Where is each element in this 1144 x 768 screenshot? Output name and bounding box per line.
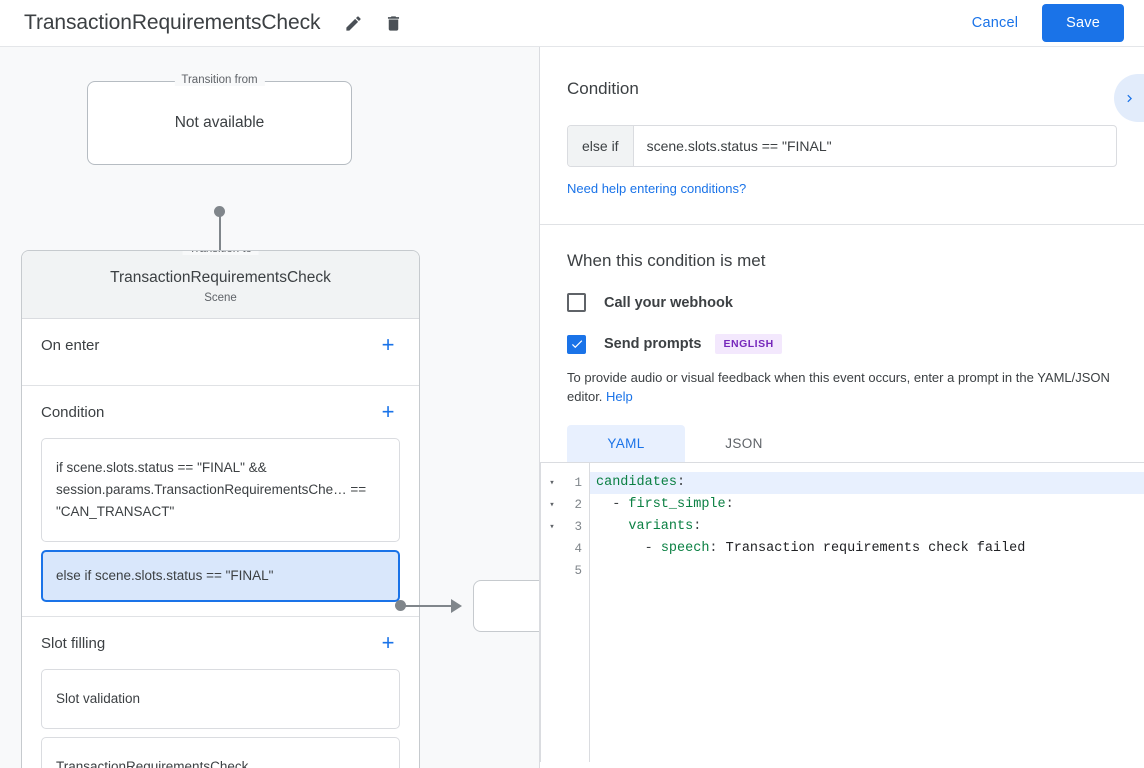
cancel-button[interactable]: Cancel	[958, 7, 1032, 39]
condition-prefix-label: else if	[568, 126, 634, 166]
send-prompts-checkbox[interactable]	[567, 334, 586, 354]
connector-line-horizontal	[403, 605, 453, 607]
condition-item-selected[interactable]: else if scene.slots.status == "FINAL"	[41, 550, 400, 602]
fold-triangle-icon[interactable]: ▾	[549, 522, 555, 532]
transition-to-header: TransactionRequirementsCheck Scene	[22, 251, 419, 319]
editor-tabs: YAML JSON	[567, 425, 1117, 462]
send-prompts-description-text: To provide audio or visual feedback when…	[567, 370, 1110, 404]
send-prompts-checkbox-row[interactable]: Send prompts ENGLISH	[567, 334, 1117, 354]
transition-to-title: TransactionRequirementsCheck	[110, 269, 331, 286]
transition-from-label: Not available	[174, 114, 265, 131]
transition-to-subtitle: Scene	[204, 292, 237, 304]
panel-condition-section: Condition else if Need help entering con…	[540, 47, 1144, 225]
webhook-checkbox[interactable]	[567, 293, 586, 312]
editor-gutter-line: 5	[541, 560, 589, 582]
condition-help-link[interactable]: Need help entering conditions?	[567, 181, 747, 196]
editor-gutter-line: ▾3	[541, 516, 589, 538]
add-slot-filling-button[interactable]: +	[376, 631, 400, 655]
section-condition: Condition + if scene.slots.status == "FI…	[22, 386, 419, 617]
tab-yaml[interactable]: YAML	[567, 425, 685, 462]
transition-from-node[interactable]: Transition from Not available	[87, 74, 352, 165]
condition-input[interactable]	[633, 126, 1116, 166]
section-slot-filling-title: Slot filling	[41, 634, 106, 652]
send-prompts-description: To provide audio or visual feedback when…	[567, 368, 1117, 406]
editor-line-number: 3	[574, 520, 582, 534]
editor-gutter-line: 4	[541, 538, 589, 560]
section-condition-title: Condition	[41, 403, 105, 421]
webhook-label: Call your webhook	[604, 294, 733, 311]
section-on-enter: On enter +	[22, 319, 419, 386]
editor-code-line: - speech: Transaction requirements check…	[596, 541, 1026, 556]
slot-filling-item[interactable]: TransactionRequirementsCheck	[41, 737, 400, 768]
chevron-right-icon-svg	[1126, 94, 1132, 102]
panel-when-met-heading: When this condition is met	[567, 251, 766, 270]
add-condition-button[interactable]: +	[376, 400, 400, 424]
editor-code-line: candidates:	[590, 472, 1144, 494]
send-prompts-label: Send prompts	[604, 336, 702, 352]
pencil-icon-svg	[346, 15, 361, 31]
connector-dot-top	[214, 206, 225, 217]
editor-gutter-line: ▾1	[541, 472, 589, 494]
save-button[interactable]: Save	[1042, 4, 1124, 42]
trash-icon[interactable]	[380, 10, 406, 36]
editor-line-number: 5	[574, 564, 582, 578]
condition-item[interactable]: if scene.slots.status == "FINAL" && sess…	[41, 438, 400, 542]
fold-triangle-icon[interactable]: ▾	[549, 500, 555, 510]
editor-line-number: 4	[574, 542, 582, 556]
editor-line-number: 2	[574, 498, 582, 512]
connector-dot-right	[395, 600, 406, 611]
language-badge: ENGLISH	[715, 334, 782, 354]
editor-code-line: variants:	[628, 519, 702, 534]
panel-when-met-section: When this condition is met Call your web…	[540, 225, 1144, 462]
editor-gutter-line: ▾2	[541, 494, 589, 516]
section-slot-filling: Slot filling + Slot validation Transacti…	[22, 617, 419, 768]
editor-code-line: - first_simple:	[596, 497, 734, 512]
checkmark-icon	[571, 340, 582, 349]
fold-triangle-icon[interactable]: ▾	[549, 478, 555, 488]
section-on-enter-header: On enter +	[41, 319, 400, 371]
pencil-icon[interactable]	[340, 10, 366, 36]
tab-json[interactable]: JSON	[685, 425, 803, 462]
target-node-partial[interactable]	[473, 580, 540, 632]
connector-arrow-right-icon	[451, 599, 462, 613]
webhook-checkbox-row[interactable]: Call your webhook	[567, 293, 1117, 312]
section-condition-header: Condition +	[41, 386, 400, 438]
transition-from-legend: Transition from	[174, 74, 265, 86]
add-on-enter-button[interactable]: +	[376, 333, 400, 357]
section-slot-filling-header: Slot filling +	[41, 617, 400, 669]
section-on-enter-title: On enter	[41, 336, 100, 354]
slot-filling-item[interactable]: Slot validation	[41, 669, 400, 729]
connector-line-vertical	[219, 212, 221, 260]
panel-condition-heading: Condition	[567, 79, 639, 98]
page-title: TransactionRequirementsCheck	[24, 11, 321, 34]
transition-to-legend: Transition to	[182, 251, 259, 255]
transition-to-node[interactable]: Transition to TransactionRequirementsChe…	[21, 250, 420, 768]
trash-icon-svg	[387, 15, 399, 31]
canvas-divider	[539, 47, 540, 768]
condition-input-row: else if	[567, 125, 1117, 167]
details-panel: Condition else if Need help entering con…	[540, 47, 1144, 768]
help-link[interactable]: Help	[606, 389, 633, 404]
editor-code-area[interactable]: candidates: - first_simple: variants: - …	[590, 463, 1144, 762]
flow-canvas[interactable]: Transition from Not available Transition…	[0, 47, 540, 768]
app-header: TransactionRequirementsCheck Cancel Save	[0, 0, 1144, 47]
editor-line-number: 1	[574, 476, 582, 490]
editor-code-line	[590, 560, 1144, 582]
